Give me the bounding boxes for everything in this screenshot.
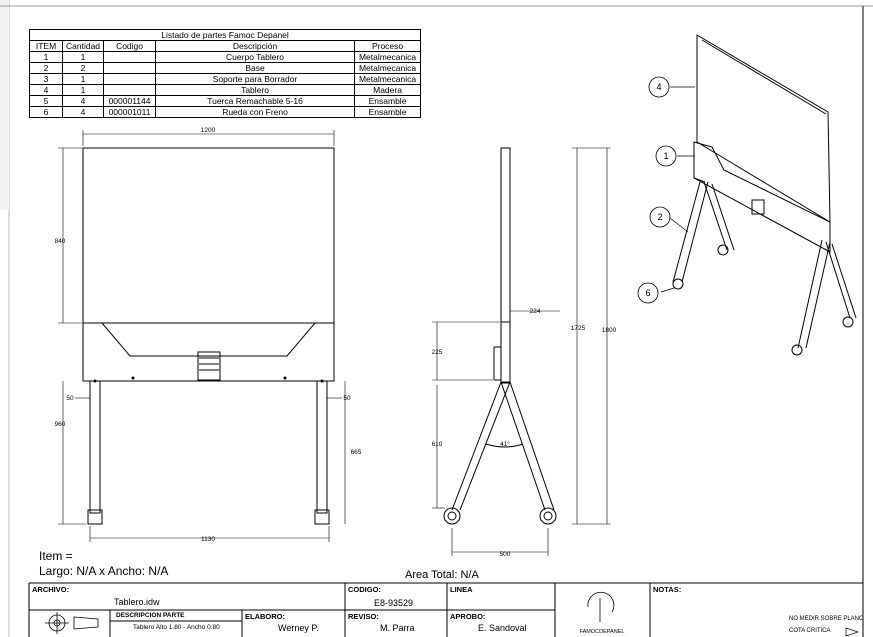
balloon-2: 2 bbox=[657, 212, 662, 222]
dim-225: 225 bbox=[432, 349, 443, 356]
isometric-view bbox=[672, 34, 857, 356]
col-descripcion: Descripción bbox=[155, 40, 356, 52]
balloon-leaders bbox=[660, 86, 695, 293]
title-block bbox=[28, 582, 863, 637]
archivo-label: ARCHIVO: bbox=[32, 585, 70, 594]
archivo-value: Tablero.idw bbox=[114, 597, 160, 607]
descripcion-label: DESCRIPCION PARTE bbox=[116, 612, 185, 619]
dim-665: 665 bbox=[351, 449, 362, 456]
elaboro-label: ELABORO: bbox=[245, 612, 285, 621]
dim-960: 960 bbox=[55, 421, 66, 428]
parts-list-table: Listado de partes Famoc Depanel ITEM Can… bbox=[28, 29, 422, 118]
notas-label: NOTAS: bbox=[653, 585, 682, 594]
area-total: Area Total: N/A bbox=[405, 569, 479, 581]
item-title: Item = bbox=[39, 549, 73, 563]
balloon-1: 1 bbox=[663, 151, 668, 161]
dim-500: 500 bbox=[500, 551, 511, 558]
col-item: ITEM bbox=[29, 40, 63, 52]
elaboro-value: Werney P. bbox=[278, 623, 319, 633]
dim-50-left: 50 bbox=[66, 395, 74, 402]
dim-1725: 1725 bbox=[571, 325, 586, 332]
company-logo-text: FAMOCDEPANEL bbox=[580, 629, 625, 635]
linea-label: LINEA bbox=[450, 585, 473, 594]
dim-840: 840 bbox=[55, 238, 66, 245]
dim-1130: 1130 bbox=[201, 536, 215, 543]
aprobo-value: E. Sandoval bbox=[478, 623, 527, 633]
dim-angle: 41° bbox=[500, 440, 510, 448]
balloon-6: 6 bbox=[645, 288, 650, 298]
company-logo bbox=[587, 591, 615, 622]
descripcion-value: Tablero Alto 1.80 - Ancho 0.80 bbox=[133, 624, 220, 631]
reviso-label: REVISO: bbox=[348, 612, 379, 621]
front-dimension-lines bbox=[58, 130, 346, 542]
dim-224: 224 bbox=[530, 308, 541, 315]
codigo-value: E8-93529 bbox=[374, 598, 414, 608]
parts-list-title: Listado de partes Famoc Depanel bbox=[28, 29, 422, 41]
front-view bbox=[82, 147, 335, 525]
note-no-medir: NO MEDIR SOBRE PLANO bbox=[789, 616, 864, 622]
item-size: Largo: N/A x Ancho: N/A bbox=[39, 564, 169, 578]
item-info: Item = Largo: N/A x Ancho: N/A bbox=[39, 549, 168, 579]
dim-1200: 1200 bbox=[201, 127, 216, 134]
side-view bbox=[443, 147, 557, 525]
reviso-value: M. Parra bbox=[380, 623, 415, 633]
col-cantidad: Cantidad bbox=[61, 40, 105, 52]
projection-symbol bbox=[45, 612, 99, 634]
dim-50-right: 50 bbox=[343, 395, 351, 402]
dim-610: 610 bbox=[432, 441, 443, 448]
side-dimension-lines bbox=[432, 147, 611, 556]
dim-1800: 1800 bbox=[602, 327, 617, 334]
col-codigo: Codigo bbox=[103, 40, 157, 52]
balloon-4: 4 bbox=[656, 82, 661, 92]
col-proceso: Proceso bbox=[354, 40, 422, 52]
note-cota-critica: COTA CRITICA bbox=[789, 628, 831, 634]
balloons bbox=[637, 76, 677, 304]
aprobo-label: APROBO: bbox=[450, 612, 486, 621]
codigo-label: CODIGO: bbox=[348, 585, 381, 594]
